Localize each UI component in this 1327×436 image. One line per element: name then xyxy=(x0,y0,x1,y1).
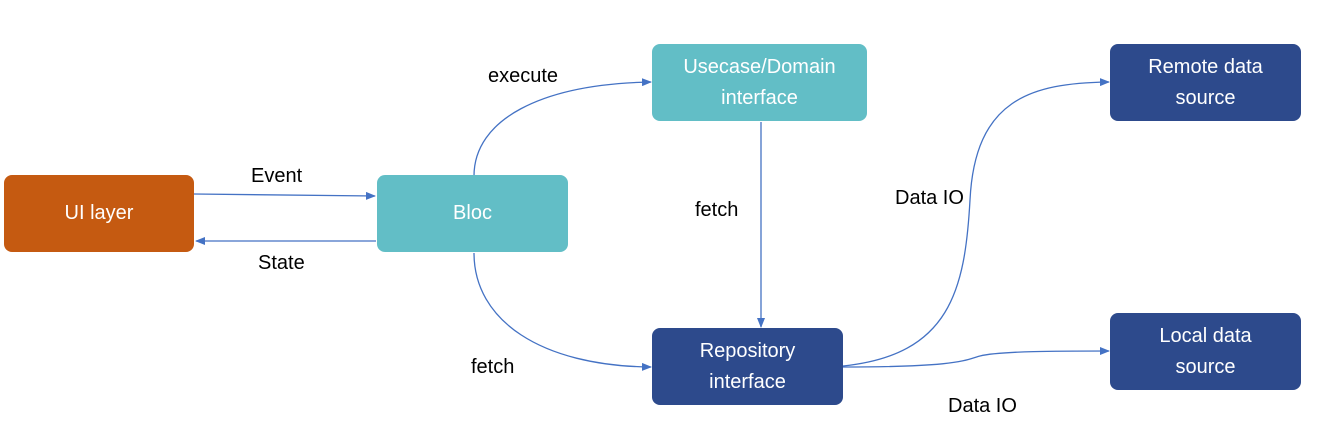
label-execute: execute xyxy=(488,65,559,87)
node-remote-data-source: Remote data source xyxy=(1110,44,1301,121)
label-fetch-domain: fetch xyxy=(695,199,739,221)
edge-execute xyxy=(473,78,652,177)
edge-event xyxy=(193,191,376,200)
edge-fetch-bloc xyxy=(473,252,652,371)
label-data-io-remote: Data IO xyxy=(895,187,964,209)
node-usecase-domain-interface: Usecase/Domain interface xyxy=(652,44,867,121)
edge-data-io-local xyxy=(842,347,1110,368)
label-state: State xyxy=(258,252,305,274)
label-event: Event xyxy=(251,165,303,187)
label-fetch-bloc: fetch xyxy=(471,356,515,378)
node-local-data-source: Local data source xyxy=(1110,313,1301,390)
node-repository-interface: Repository interface xyxy=(652,328,843,405)
node-ui-layer: UI layer xyxy=(4,175,194,252)
edge-data-io-remote xyxy=(842,78,1110,367)
node-bloc: Bloc xyxy=(377,175,568,252)
label-data-io-local: Data IO xyxy=(948,395,1017,417)
